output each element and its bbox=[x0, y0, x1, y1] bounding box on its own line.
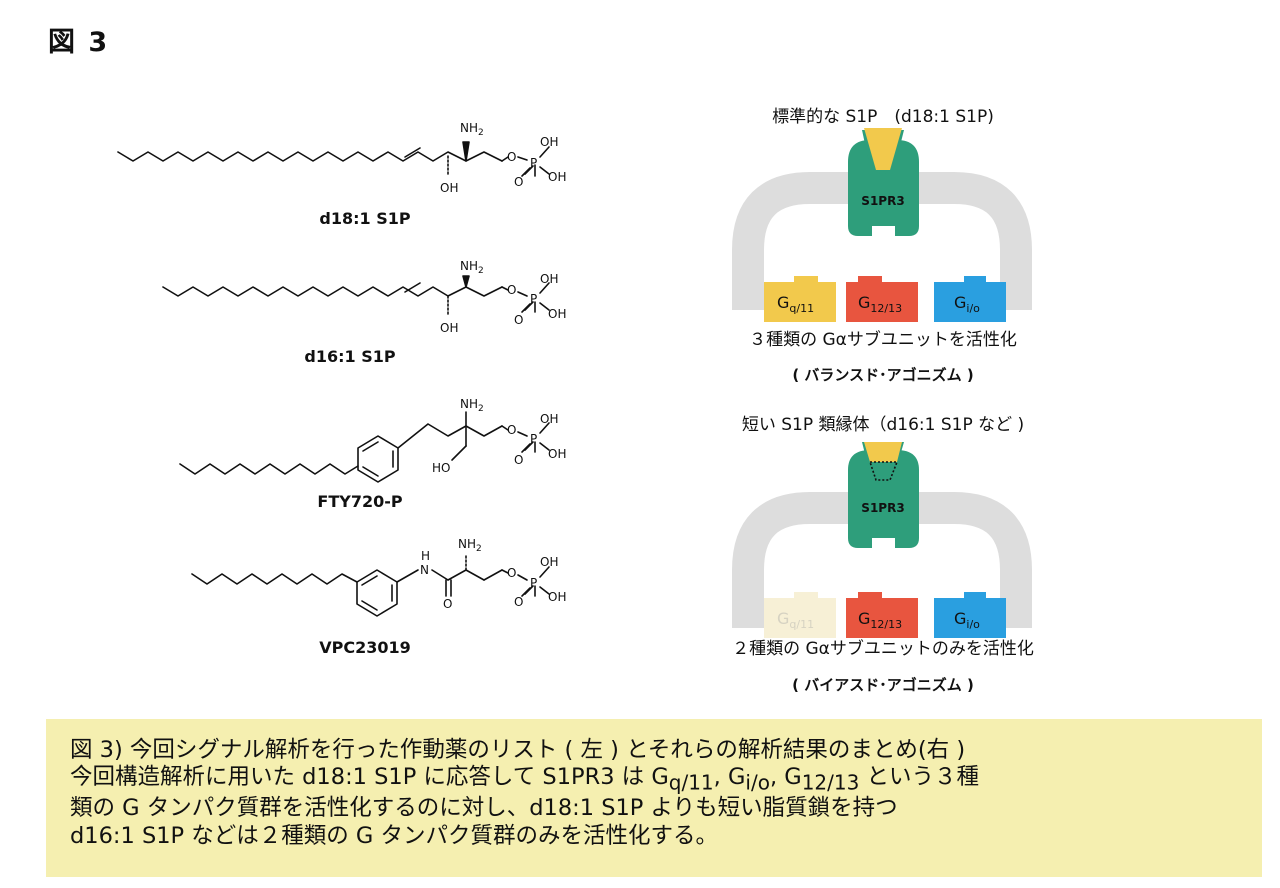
structure-d18-1-s1p bbox=[117, 141, 550, 177]
atom-oh: OH bbox=[540, 135, 558, 149]
panel-title: 短い S1P 類縁体（d16:1 S1P など ) bbox=[742, 415, 1024, 435]
panel-bottom: 短い S1P 類縁体（d16:1 S1P など ) S1PR3 Gq/11 G1… bbox=[732, 415, 1034, 694]
caption-line: d16:1 S1P などは２種類の G タンパク質群のみを活性化する。 bbox=[70, 822, 719, 849]
compound-name: VPC23019 bbox=[319, 638, 411, 657]
atom-p: P bbox=[530, 156, 537, 170]
atom-oh: OH bbox=[540, 555, 558, 569]
g-protein-12-13: G12/13 bbox=[846, 276, 918, 322]
atom-n: N bbox=[420, 563, 429, 577]
panel-title: 標準的な S1P (d18:1 S1P) bbox=[772, 107, 994, 127]
svg-text:Gq/11: Gq/11 bbox=[777, 293, 814, 315]
caption-line: 今回構造解析に用いた d18:1 S1P に応答して S1PR3 は Gq/11… bbox=[70, 764, 979, 795]
panel-top: 標準的な S1P (d18:1 S1P) S1PR3 Gq/11 G12/13 … bbox=[732, 107, 1032, 384]
atom-p: P bbox=[530, 576, 537, 590]
atom-oh: OH bbox=[540, 272, 558, 286]
figure-label: 図 3 bbox=[48, 27, 110, 58]
atom-o: O bbox=[514, 595, 523, 609]
atom-p: P bbox=[530, 432, 537, 446]
g-protein-io: Gi/o bbox=[934, 592, 1006, 638]
receptor-s1pr3 bbox=[848, 450, 919, 548]
atom-o: O bbox=[507, 283, 516, 297]
g-protein-q11: Gq/11 bbox=[764, 276, 836, 322]
atom-oh: OH bbox=[548, 307, 566, 321]
atom-ho: HO bbox=[432, 461, 450, 475]
panel-result-sub: ( バイアスド･アゴニズム ) bbox=[792, 676, 974, 694]
atom-nh2: NH2 bbox=[460, 259, 484, 276]
compound-name: d18:1 S1P bbox=[319, 209, 410, 228]
compound-name: FTY720-P bbox=[317, 492, 402, 511]
atom-o: O bbox=[507, 566, 516, 580]
structure-fty720-p bbox=[179, 411, 550, 483]
atom-o: O bbox=[514, 453, 523, 467]
ligand-icon bbox=[864, 442, 902, 462]
svg-text:G12/13: G12/13 bbox=[858, 609, 902, 631]
atom-o: O bbox=[443, 597, 452, 611]
caption-line: 類の G タンパク質群を活性化するのに対し、d18:1 S1P よりも短い脂質鎖… bbox=[70, 795, 898, 822]
caption-line: 図 3) 今回シグナル解析を行った作動薬のリスト ( 左 ) とそれらの解析結果… bbox=[70, 737, 966, 763]
panel-result: ２種類の Gαサブユニットのみを活性化 bbox=[732, 638, 1034, 659]
ligand-icon bbox=[864, 128, 902, 170]
atom-oh: OH bbox=[548, 170, 566, 184]
receptor-label: S1PR3 bbox=[861, 501, 904, 515]
panel-result: ３種類の Gαサブユニットを活性化 bbox=[749, 329, 1017, 350]
svg-text:Gi/o: Gi/o bbox=[954, 293, 980, 315]
atom-nh2: NH2 bbox=[460, 397, 484, 414]
svg-text:Gq/11: Gq/11 bbox=[777, 609, 814, 631]
atom-oh: OH bbox=[440, 321, 458, 335]
atom-oh: OH bbox=[440, 181, 458, 195]
atom-o: O bbox=[514, 313, 523, 327]
figure-canvas: NH2 OH O P OH OH O NH2 OH O P OH OH O NH… bbox=[117, 107, 1034, 694]
caption-text: 図 3) 今回シグナル解析を行った作動薬のリスト ( 左 ) とそれらの解析結果… bbox=[70, 737, 1230, 850]
atom-o: O bbox=[507, 150, 516, 164]
receptor-label: S1PR3 bbox=[861, 194, 904, 208]
atom-h: H bbox=[421, 549, 430, 563]
svg-text:G12/13: G12/13 bbox=[858, 293, 902, 315]
g-protein-io: Gi/o bbox=[934, 276, 1006, 322]
atom-o: O bbox=[514, 175, 523, 189]
atom-oh: OH bbox=[548, 590, 566, 604]
atom-oh: OH bbox=[548, 447, 566, 461]
structure-d16-1-s1p bbox=[162, 275, 550, 317]
structure-vpc23019 bbox=[191, 555, 550, 617]
atom-nh2: NH2 bbox=[460, 121, 484, 138]
panel-result-sub: ( バランスド･アゴニズム ) bbox=[792, 366, 973, 384]
atom-o: O bbox=[507, 423, 516, 437]
g-protein-q11: Gq/11 bbox=[764, 592, 836, 638]
svg-text:Gi/o: Gi/o bbox=[954, 609, 980, 631]
g-protein-12-13: G12/13 bbox=[846, 592, 918, 638]
compound-name: d16:1 S1P bbox=[304, 347, 395, 366]
receptor-s1pr3 bbox=[848, 140, 919, 236]
figure-caption: 図 3) 今回シグナル解析を行った作動薬のリスト ( 左 ) とそれらの解析結果… bbox=[46, 719, 1262, 877]
atom-nh2: NH2 bbox=[458, 537, 482, 554]
atom-p: P bbox=[530, 292, 537, 306]
atom-oh: OH bbox=[540, 412, 558, 426]
